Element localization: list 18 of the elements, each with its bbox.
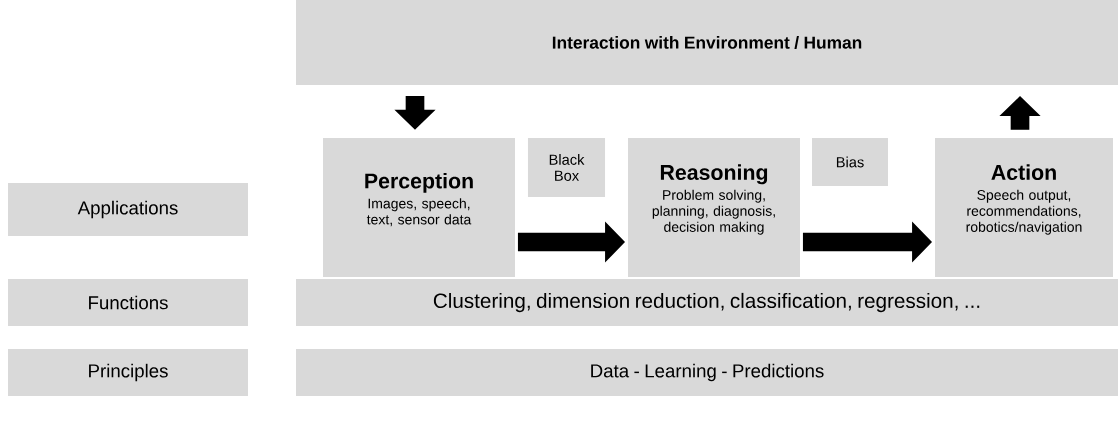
node-label: Problem solving, planning, diagnosis, decision making (652, 189, 775, 235)
layer-content-box: Clustering, dimension reduction, classification, regression, ... (296, 279, 1118, 326)
tag-box: Black Box (527, 138, 606, 197)
node-label: Images, speech, text, sensor data (366, 198, 472, 227)
layer-label-box: Functions (8, 279, 248, 326)
node-label: Perception (365, 172, 473, 193)
layer-content-box: Data - Learning - Predictions (296, 349, 1118, 396)
tag-box: Bias (812, 138, 888, 186)
node-label: Speech output, recommendations, robotics/navigation (966, 189, 1082, 235)
node-label: Reasoning (660, 164, 768, 185)
layer-label-box: Principles (8, 349, 248, 396)
node-label: Action (991, 164, 1056, 180)
node-label: Clustering, dimension reduction, classification, regression, ... (433, 292, 980, 313)
banner-box: Interaction with Environment / Human (296, 0, 1118, 86)
process-box: Action Speech output, recommendations, robotics/navigation (935, 138, 1113, 277)
layer-label-box: Applications (8, 182, 248, 237)
process-box: Reasoning Problem solving, planning, diagnosis, decision making (628, 138, 800, 277)
process-box: Perception Images, speech, text, sensor data (323, 138, 515, 277)
